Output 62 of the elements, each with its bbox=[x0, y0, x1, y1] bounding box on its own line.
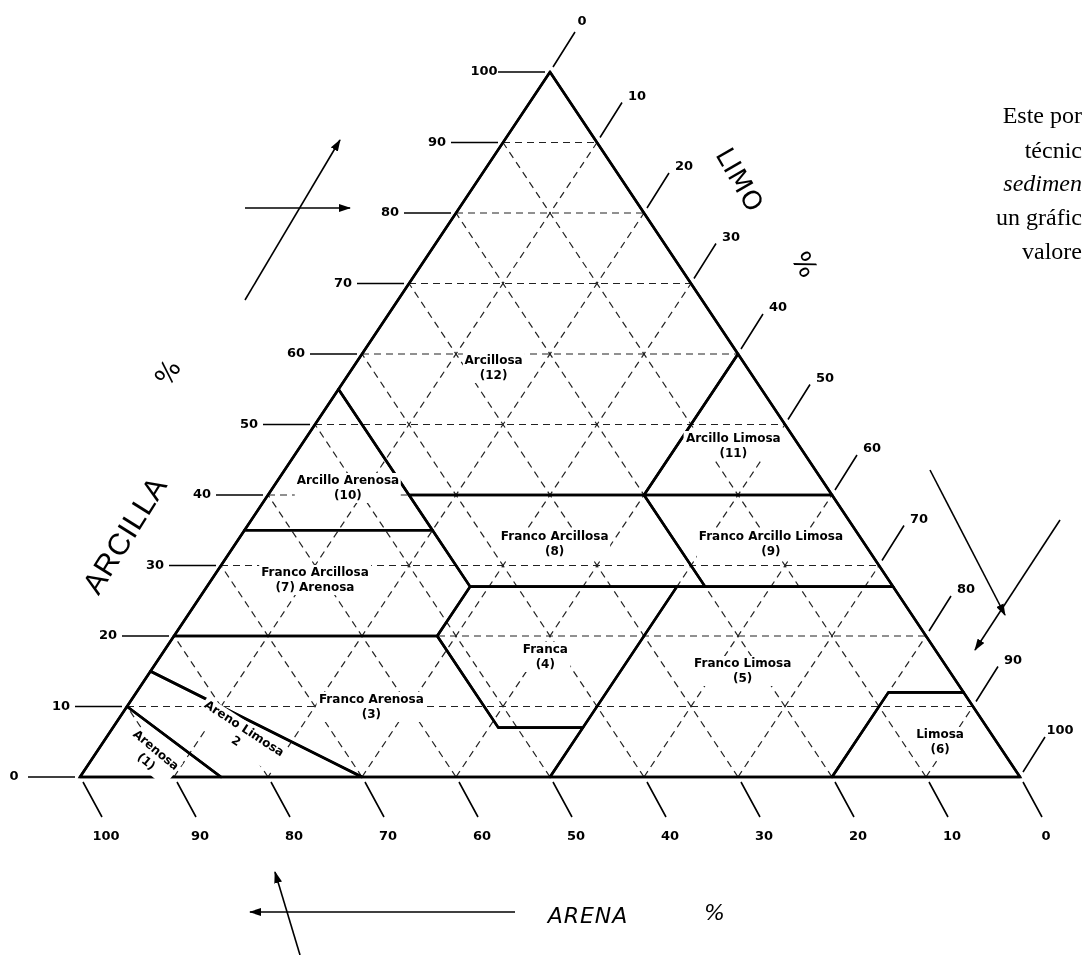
tick-label: 70 bbox=[378, 827, 398, 843]
region-number: (12) bbox=[478, 368, 509, 384]
tick-label: 60 bbox=[862, 439, 882, 455]
tick-label: 90 bbox=[427, 133, 447, 148]
region-name: Arcillo Arenosa bbox=[296, 472, 400, 488]
tick-label: 0 bbox=[9, 767, 19, 783]
tick-label: 0 bbox=[1041, 827, 1051, 843]
region-number: (6) bbox=[929, 741, 951, 757]
axis-title: ARENA bbox=[547, 902, 629, 928]
tick-label: 60 bbox=[286, 344, 306, 360]
region-name: Franco Arcillosa bbox=[500, 529, 609, 545]
tick-label: 40 bbox=[192, 485, 212, 501]
tick-label: 10 bbox=[942, 827, 962, 843]
region-name: Arcillo Limosa bbox=[685, 430, 781, 446]
tick-label: 20 bbox=[674, 157, 694, 173]
region-name: Franco Limosa bbox=[694, 656, 792, 672]
tick-label: 90 bbox=[190, 827, 210, 843]
tick-label: 30 bbox=[721, 228, 741, 243]
text-line: Este por bbox=[1002, 101, 1082, 130]
tick-label: 80 bbox=[284, 827, 304, 843]
tick-label: 80 bbox=[380, 203, 400, 219]
region-number: (4) bbox=[534, 657, 556, 673]
text-line: técnic bbox=[1024, 136, 1082, 165]
percent-sign: % bbox=[148, 353, 188, 391]
region-name: Limosa bbox=[916, 726, 964, 742]
tick-label: 20 bbox=[848, 827, 868, 843]
region-name: Franco Arcillo Limosa bbox=[698, 529, 844, 545]
tick-label: 100 bbox=[92, 827, 120, 843]
region-number: 2 bbox=[227, 732, 244, 749]
region-number: (5) bbox=[732, 671, 754, 687]
text-line: valore bbox=[1022, 237, 1082, 266]
tick-label: 90 bbox=[1003, 651, 1023, 666]
percent-sign: % bbox=[785, 246, 825, 284]
tick-label: 100 bbox=[1046, 721, 1074, 737]
tick-label: 0 bbox=[577, 12, 587, 28]
text-line: sedimen bbox=[1003, 169, 1082, 198]
region-number: (8) bbox=[544, 544, 566, 560]
tick-label: 50 bbox=[566, 827, 586, 843]
region-number: (10) bbox=[333, 487, 363, 503]
tick-label: 50 bbox=[815, 369, 835, 384]
tick-label: 10 bbox=[627, 87, 647, 102]
region-number: (11) bbox=[718, 445, 749, 461]
region-number: (3) bbox=[360, 706, 383, 722]
tick-label: 70 bbox=[333, 274, 353, 289]
region-name: Franco Arcillosa bbox=[261, 564, 369, 580]
tick-label: 10 bbox=[51, 697, 71, 712]
tick-label: 100 bbox=[470, 62, 498, 78]
tick-label: 20 bbox=[98, 626, 118, 642]
tick-label: 40 bbox=[660, 827, 680, 843]
percent-sign: % bbox=[704, 899, 726, 925]
tick-label: 50 bbox=[239, 415, 259, 430]
tick-label: 40 bbox=[768, 298, 788, 314]
tick-label: 70 bbox=[909, 510, 929, 525]
tick-label: 30 bbox=[754, 827, 774, 843]
tick-label: 60 bbox=[472, 827, 492, 843]
tick-label: 80 bbox=[956, 580, 976, 596]
region-name: Arcillosa bbox=[464, 353, 523, 369]
region-number: (7) Arenosa bbox=[274, 579, 356, 595]
region-name: Franca bbox=[522, 642, 568, 658]
region-number: (9) bbox=[760, 544, 782, 560]
region-name: Franco Arenosa bbox=[318, 691, 424, 707]
text-line: un gráfic bbox=[996, 203, 1082, 232]
